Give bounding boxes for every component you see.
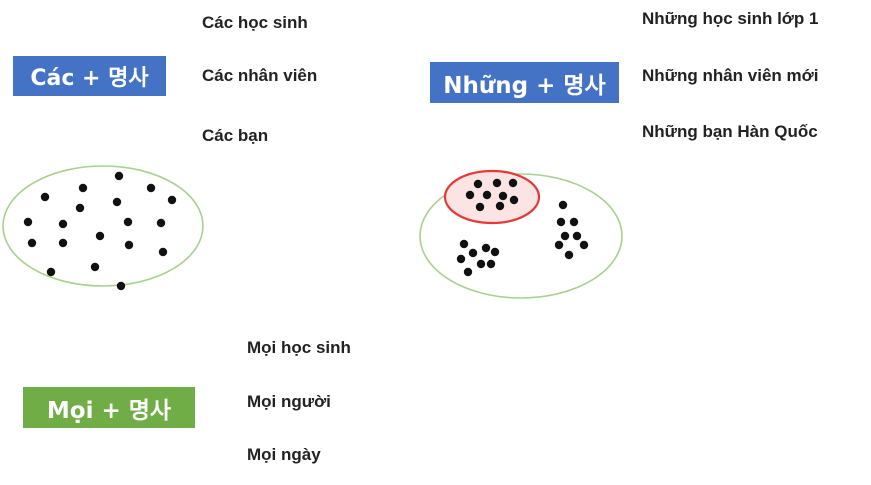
highlighted-subset-ellipse <box>443 169 541 225</box>
group-ellipse <box>419 173 623 299</box>
member-dot <box>23 217 33 227</box>
cac-example-2: Các nhân viên <box>202 66 318 85</box>
member-dot <box>495 201 505 211</box>
member-dot <box>27 238 37 248</box>
nhung-example-3: Những bạn Hàn Quốc <box>642 122 818 141</box>
member-dot <box>456 254 466 264</box>
member-dot <box>465 190 475 200</box>
member-dot <box>167 195 177 205</box>
member-dot <box>75 203 85 213</box>
nhung-example-1: Những học sinh lớp 1 <box>642 9 819 28</box>
member-dot <box>156 218 166 228</box>
member-dot <box>46 267 56 277</box>
moi-example-3: Mọi ngày <box>247 445 321 464</box>
member-dot <box>569 217 579 227</box>
member-dot <box>116 281 126 291</box>
nhung-label-box: Những + 명사 <box>430 62 619 103</box>
member-dot <box>158 247 168 257</box>
member-dot <box>554 240 564 250</box>
member-dot <box>564 250 574 260</box>
member-dot <box>473 179 483 189</box>
member-dot <box>123 217 133 227</box>
member-dot <box>58 238 68 248</box>
member-dot <box>114 171 124 181</box>
moi-label-box: Mọi + 명사 <box>23 387 195 428</box>
member-dot <box>556 217 566 227</box>
member-dot <box>498 191 508 201</box>
member-dot <box>463 267 473 277</box>
cac-example-3: Các bạn <box>202 126 269 145</box>
member-dot <box>112 197 122 207</box>
cac-example-1: Các học sinh <box>202 13 308 32</box>
member-dot <box>146 183 156 193</box>
member-dot <box>572 231 582 241</box>
nhung-example-2: Những nhân viên mới <box>642 66 819 85</box>
cac-label-box: Các + 명사 <box>13 56 166 96</box>
all-members-ellipse <box>2 165 204 287</box>
member-dot <box>124 240 134 250</box>
member-dot <box>486 259 496 269</box>
moi-example-1: Mọi học sinh <box>247 338 351 357</box>
member-dot <box>482 190 492 200</box>
member-dot <box>492 178 502 188</box>
member-dot <box>58 219 68 229</box>
member-dot <box>78 183 88 193</box>
member-dot <box>476 259 486 269</box>
member-dot <box>468 248 478 258</box>
member-dot <box>459 239 469 249</box>
member-dot <box>490 247 500 257</box>
member-dot <box>560 231 570 241</box>
member-dot <box>558 200 568 210</box>
member-dot <box>90 262 100 272</box>
member-dot <box>475 202 485 212</box>
member-dot <box>95 231 105 241</box>
member-dot <box>509 195 519 205</box>
member-dot <box>508 178 518 188</box>
member-dot <box>481 243 491 253</box>
member-dot <box>579 240 589 250</box>
member-dot <box>40 192 50 202</box>
moi-example-2: Mọi người <box>247 392 331 411</box>
